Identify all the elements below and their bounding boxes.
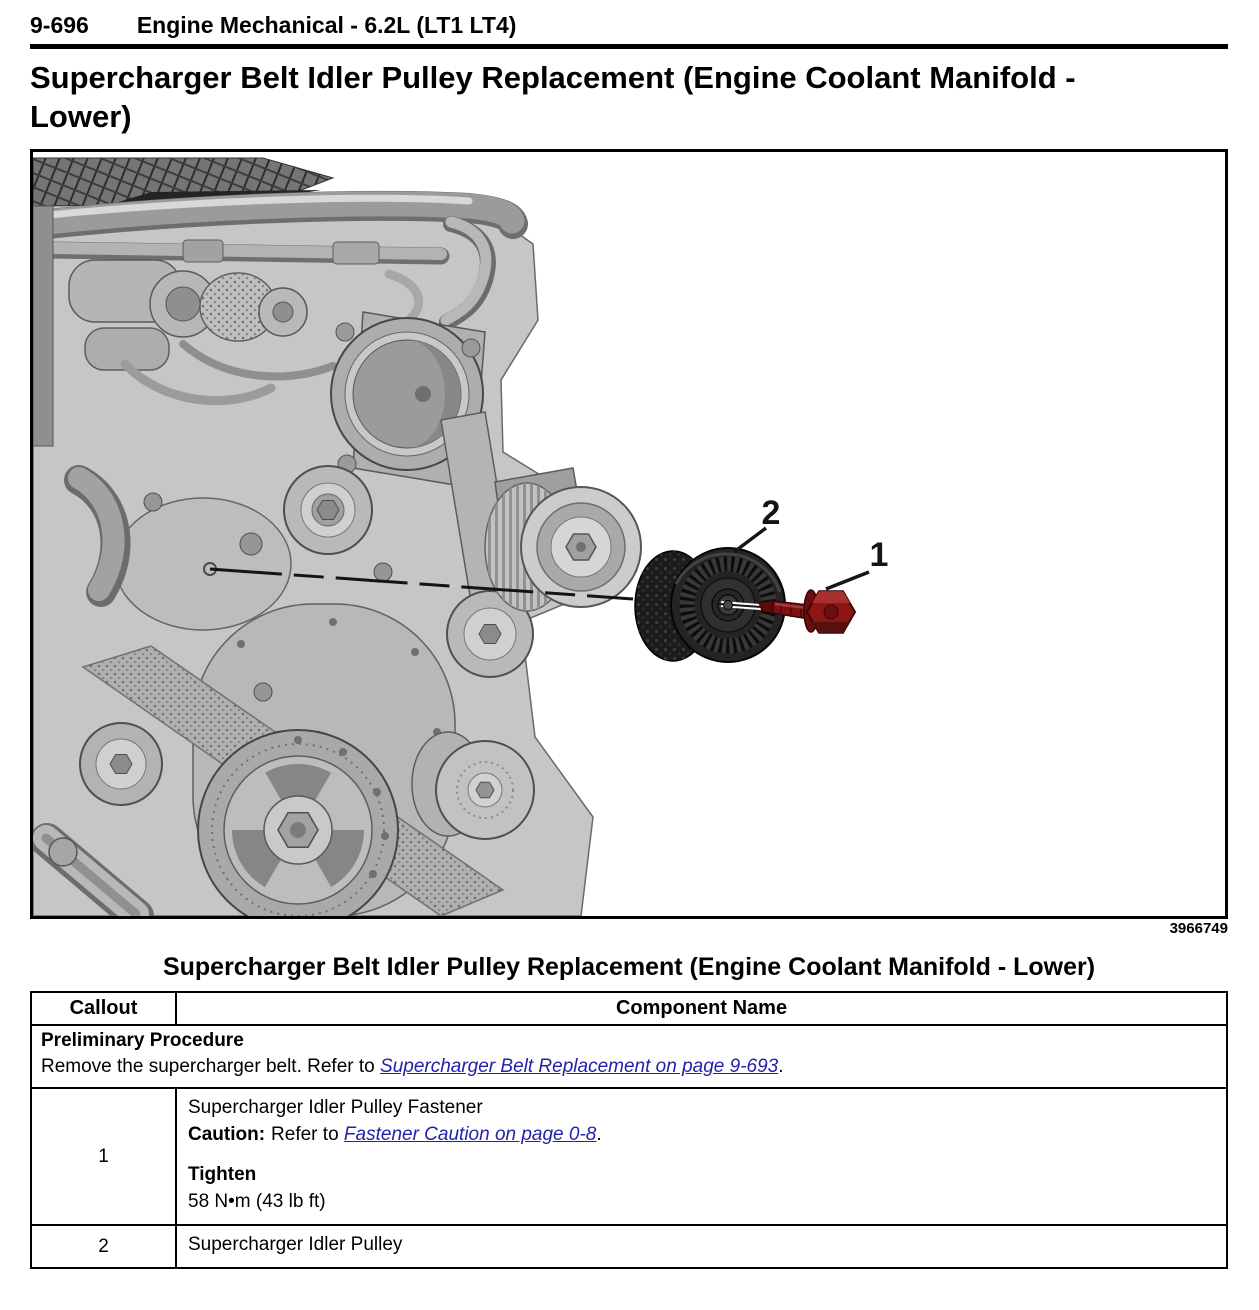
section-title: Engine Mechanical - 6.2L (LT1 LT4) [136, 12, 517, 38]
assembly-axis-line [203, 562, 634, 601]
caution-suffix: . [596, 1124, 602, 1146]
page-number: 9-696 [30, 12, 89, 38]
callout-2-leader [732, 526, 768, 554]
preliminary-text-suffix: . [778, 1056, 784, 1078]
column-header-callout: Callout [30, 991, 177, 1027]
figure-frame: 2 1 [30, 149, 1228, 920]
callout-number-cell: 2 [30, 1224, 177, 1270]
preliminary-text-before-link: Remove the supercharger belt. Refer to [41, 1056, 381, 1078]
preliminary-procedure-heading: Preliminary Procedure [41, 1030, 244, 1052]
page-title: Supercharger Belt Idler Pulley Replaceme… [30, 60, 1076, 135]
table-header-row: Callout Component Name [30, 991, 1228, 1027]
table-row: 1 Supercharger Idler Pulley Fastener Cau… [30, 1087, 1228, 1227]
fastener-bolt-drawing [758, 589, 857, 634]
component-name-text: Supercharger Idler Pulley [175, 1224, 1228, 1270]
callout-number-cell: 1 [30, 1087, 177, 1227]
caution-label: Caution: [188, 1124, 266, 1146]
callout-1-leader [825, 570, 870, 591]
component-name-text: Supercharger Idler Pulley Fastener [188, 1097, 483, 1119]
engine-illustration: 2 1 [33, 157, 889, 917]
engine-assembly-drawing [33, 157, 594, 917]
callout-2-label: 2 [762, 494, 781, 532]
running-header: 9-696 Engine Mechanical - 6.2L (LT1 LT4) [30, 12, 1228, 49]
idler-pulley-drawing [634, 547, 786, 664]
component-table: Callout Component Name Preliminary Proce… [30, 991, 1228, 1270]
crank-balancer-drawing [197, 729, 399, 917]
table-caption: Supercharger Belt Idler Pulley Replaceme… [162, 953, 1096, 982]
fastener-caution-link[interactable]: Fastener Caution on page 0-8 [343, 1124, 597, 1146]
preliminary-procedure-row: Preliminary Procedure Remove the superch… [30, 1024, 1228, 1090]
mounted-idler-drawing [484, 467, 642, 612]
preliminary-procedure-text: Remove the supercharger belt. Refer to S… [41, 1054, 1217, 1080]
table-row: 2 Supercharger Idler Pulley [30, 1224, 1228, 1270]
caution-text: Refer to [271, 1124, 344, 1146]
tighten-label: Tighten [188, 1164, 257, 1186]
column-header-component-name: Component Name [175, 991, 1228, 1027]
callout-1-label: 1 [870, 536, 889, 574]
caution-line: Caution:Refer to Fastener Caution on pag… [188, 1121, 1215, 1148]
figure-number: 3966749 [1169, 920, 1228, 938]
torque-value: 58 N•m (43 lb ft) [188, 1191, 326, 1213]
supercharger-belt-replacement-link[interactable]: Supercharger Belt Replacement on page 9-… [380, 1056, 779, 1078]
